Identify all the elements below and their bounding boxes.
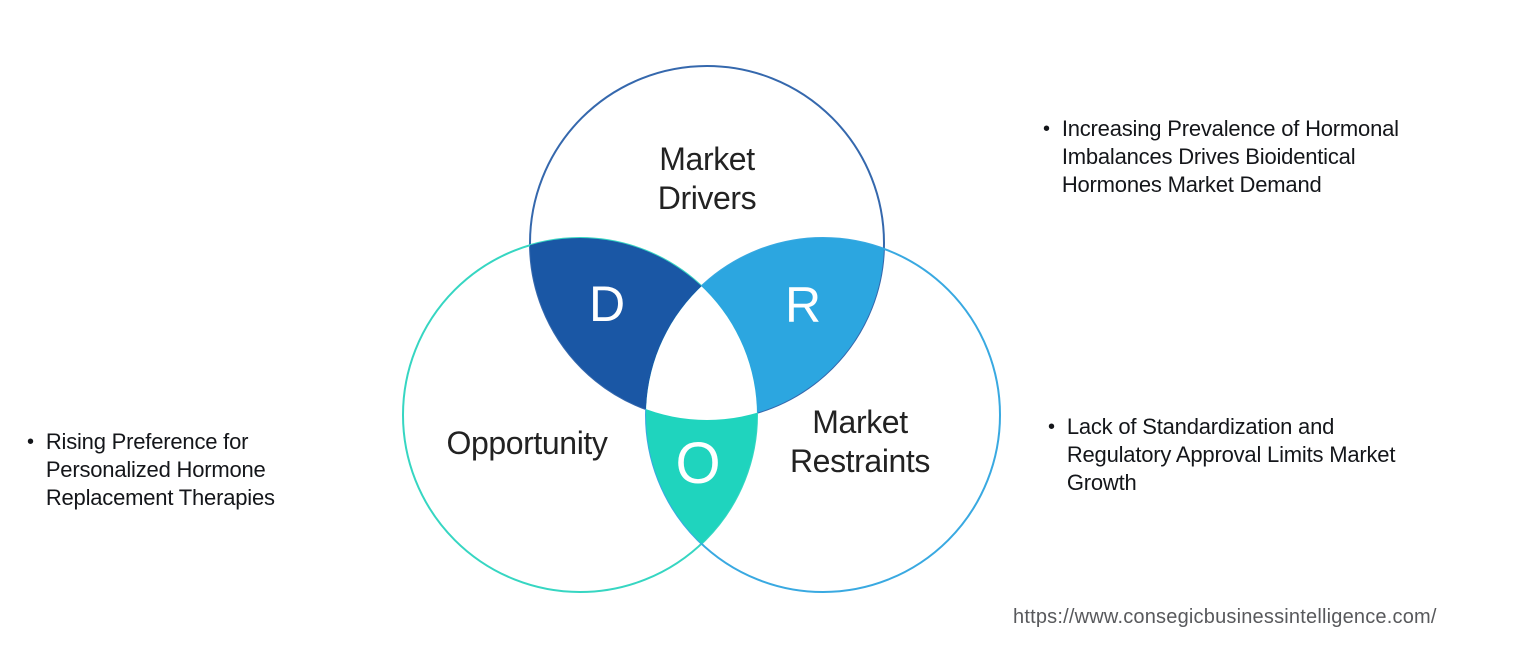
restraint-note: • Lack of Standardization and Regulatory… [1048, 413, 1395, 497]
bullet-icon: • [27, 431, 34, 453]
bullet-icon: • [1043, 118, 1050, 140]
restraint-note-text: Lack of Standardization and Regulatory A… [1066, 414, 1396, 495]
overlap-letter-d: D [589, 276, 625, 332]
opportunity-label: Opportunity [446, 425, 607, 461]
drivers-label-line1: Market [659, 141, 755, 177]
source-url: https://www.consegicbusinessintelligence… [1013, 606, 1437, 628]
driver-note: • Increasing Prevalence of Hormonal Imba… [1043, 115, 1399, 199]
overlap-letter-o: O [675, 431, 720, 496]
opportunity-note: • Rising Preference for Personalized Hor… [27, 428, 275, 512]
restraints-label-line2: Restraints [790, 443, 930, 479]
bullet-icon: • [1048, 416, 1055, 438]
opportunity-note-text: Rising Preference for Personalized Hormo… [45, 429, 275, 510]
drivers-label-line2: Drivers [658, 180, 757, 216]
overlap-letter-r: R [785, 277, 821, 333]
driver-note-text: Increasing Prevalence of Hormonal Imbala… [1061, 116, 1399, 197]
restraints-label-line1: Market [812, 404, 908, 440]
